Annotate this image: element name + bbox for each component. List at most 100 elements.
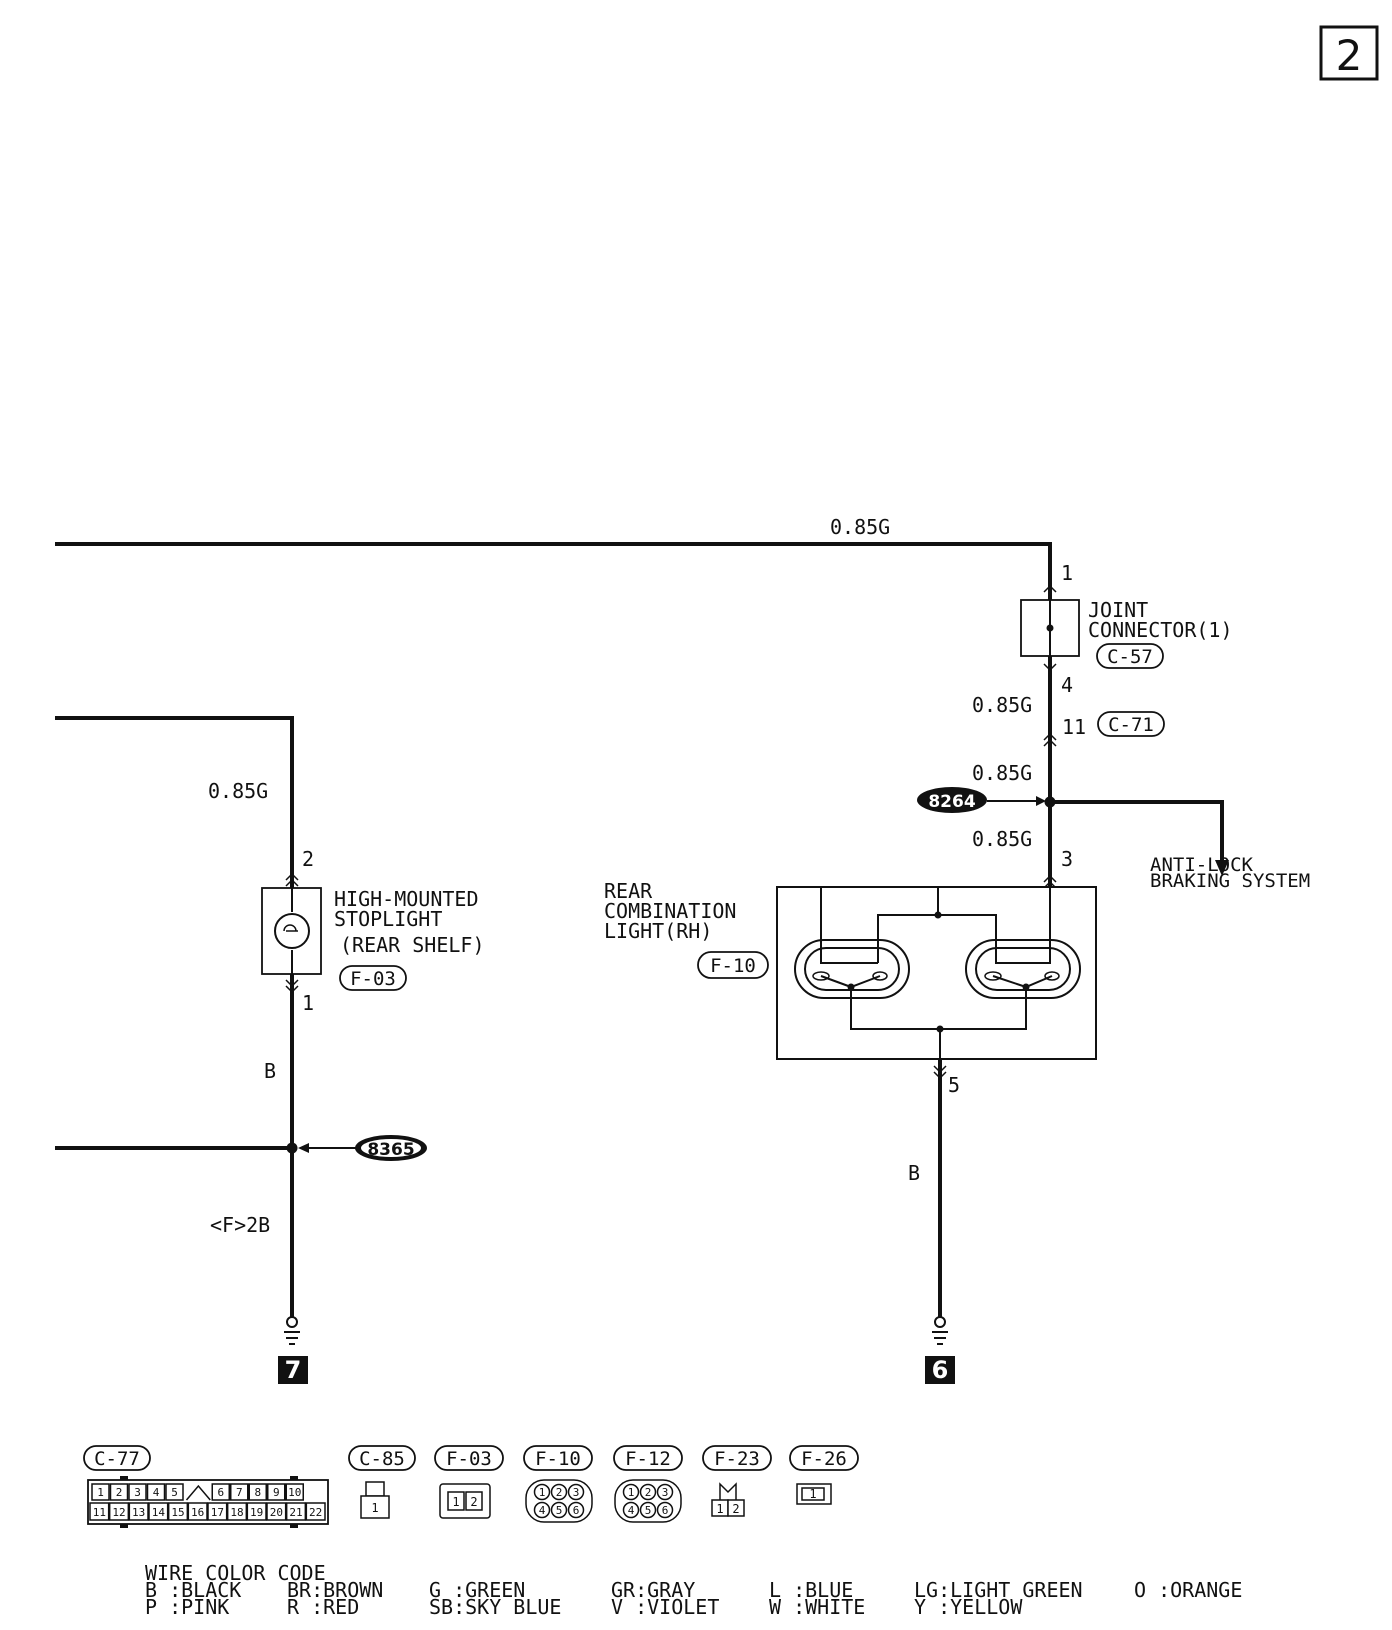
round-pin: 5	[645, 1504, 652, 1517]
splice-upper-id: 8264	[928, 792, 975, 812]
legend-item: GR:GRAY	[611, 1578, 696, 1602]
round-pin-cell	[622, 1483, 640, 1501]
c77-pin: 19	[250, 1506, 263, 1519]
round-pin: 4	[628, 1504, 635, 1517]
round-pin: 3	[573, 1486, 580, 1499]
connector-view-f23: F-23 1 2	[702, 1445, 772, 1517]
c77-pin: 3	[134, 1486, 141, 1499]
c77-pin: 1	[97, 1486, 104, 1499]
connector-view-f23-code: F-23	[714, 1448, 760, 1470]
round-pin: 2	[645, 1486, 652, 1499]
c77-pin: 13	[132, 1506, 145, 1519]
round-pin: 4	[539, 1504, 546, 1517]
round-pin: 6	[662, 1504, 669, 1517]
round-pin-cell	[550, 1483, 568, 1501]
wire-label-top: 0.85G	[830, 515, 890, 539]
connector-view-f23-pin-2: 2	[732, 1502, 739, 1516]
wire-label-to-combination: 0.85G	[972, 827, 1032, 851]
pin-stoplight-in: 2	[302, 847, 314, 871]
pin-c71: 11	[1062, 715, 1086, 739]
wire-label-joint-out: 0.85G	[972, 693, 1032, 717]
c77-pin-cell	[146, 1483, 166, 1501]
joint-connector-label-1: JOINT	[1088, 598, 1148, 622]
ground-left-id: 7	[285, 1356, 302, 1384]
joint-connector-code: C-57	[1107, 646, 1153, 668]
connector-view-f03-pin-2: 2	[470, 1495, 477, 1509]
legend-item: W :WHITE	[769, 1595, 866, 1619]
splice-upper: 8264	[917, 787, 1056, 813]
stoplight-code: F-03	[350, 968, 396, 990]
c77-pin-cell	[285, 1502, 307, 1521]
splice-lower-dot	[286, 1142, 298, 1154]
main-wires	[55, 542, 1224, 1318]
c77-pin: 12	[112, 1506, 125, 1519]
connector-view-f12-code: F-12	[625, 1448, 671, 1470]
round-pin-cell	[622, 1501, 640, 1519]
wire-label-ground-7: <F>2B	[210, 1213, 270, 1237]
stoplight-label-2: STOPLIGHT	[334, 907, 442, 931]
c77-pin-cell	[230, 1483, 249, 1501]
legend-item: SB:SKY BLUE	[429, 1595, 562, 1619]
connector-view-f10-code: F-10	[535, 1448, 581, 1470]
connector-view-f23-pin-1: 1	[716, 1502, 723, 1516]
ground-left: 7	[278, 1316, 308, 1384]
pin-joint-out: 4	[1061, 673, 1073, 697]
joint-connector: JOINT CONNECTOR(1) C-57	[1020, 598, 1233, 669]
c77-pin-cell	[226, 1502, 248, 1521]
page-number: 2	[1336, 31, 1363, 80]
connector-view-f26-code: F-26	[801, 1448, 847, 1470]
legend-row-1: B :BLACK BR:BROWN G :GREEN GR:GRAY L :BL…	[145, 1578, 1264, 1602]
legend-item: BR:BROWN	[287, 1578, 384, 1602]
pin-chevrons	[285, 584, 1057, 1080]
rear-combination-light: REAR COMBINATION LIGHT(RH) F-10	[604, 879, 1097, 1060]
wire-label-stoplight-feed: 0.85G	[208, 779, 268, 803]
round-pin-cell	[656, 1483, 674, 1501]
round-pin-cell	[567, 1483, 585, 1501]
wire-label-stoplight-ground: B	[264, 1059, 276, 1083]
c77-pin-cell	[207, 1502, 228, 1521]
c77-pin: 2	[116, 1486, 123, 1499]
c77-pin: 21	[289, 1506, 302, 1519]
ground-right-id: 6	[932, 1356, 949, 1384]
stoplight-label-1: HIGH-MOUNTED	[334, 887, 479, 911]
stoplight-label-3: (REAR SHELF)	[340, 933, 485, 957]
pin-stoplight-out: 1	[302, 991, 314, 1015]
c77-pin: 15	[171, 1506, 184, 1519]
c77-pin: 22	[309, 1506, 322, 1519]
round-pin-cell	[550, 1501, 568, 1519]
round-pin: 1	[628, 1486, 635, 1499]
combination-label-3: LIGHT(RH)	[604, 919, 712, 943]
c77-pin: 18	[230, 1506, 243, 1519]
connector-view-c85-code: C-85	[359, 1448, 405, 1470]
legend-item: G :GREEN	[429, 1578, 526, 1602]
c77-pin: 7	[236, 1486, 243, 1499]
c77-pin-cell	[266, 1502, 287, 1521]
c77-pin: 4	[153, 1486, 160, 1499]
c77-pin: 5	[171, 1486, 178, 1499]
legend-item: L :BLUE	[769, 1578, 854, 1602]
round-pin: 5	[556, 1504, 563, 1517]
legend-item: O :ORANGE	[1134, 1578, 1243, 1602]
connector-view-c77-code: C-77	[94, 1448, 140, 1470]
c77-pin-cell	[89, 1502, 110, 1521]
connector-view-f03-code: F-03	[446, 1448, 492, 1470]
legend-item: P :PINK	[145, 1595, 230, 1619]
connector-view-f26: F-26 1	[789, 1445, 859, 1505]
c77-pin-cell	[267, 1483, 286, 1501]
ground-right: 6	[925, 1316, 955, 1384]
legend-row-2: P :PINK R :RED SB:SKY BLUE V :VIOLET W :…	[145, 1595, 1264, 1619]
round-pin-cell	[567, 1501, 585, 1519]
c77-pin-cell	[187, 1502, 208, 1521]
round-pin-cell	[639, 1501, 657, 1519]
legend-title: WIRE COLOR CODE	[145, 1561, 326, 1585]
combination-label-1: REAR	[604, 879, 653, 903]
wire-label-combination-ground: B	[908, 1161, 920, 1185]
c77-pin-cell	[285, 1483, 304, 1501]
legend-item: R :RED	[287, 1595, 360, 1619]
round-pin-cell	[656, 1501, 674, 1519]
connector-view-c85-pin: 1	[371, 1501, 378, 1515]
